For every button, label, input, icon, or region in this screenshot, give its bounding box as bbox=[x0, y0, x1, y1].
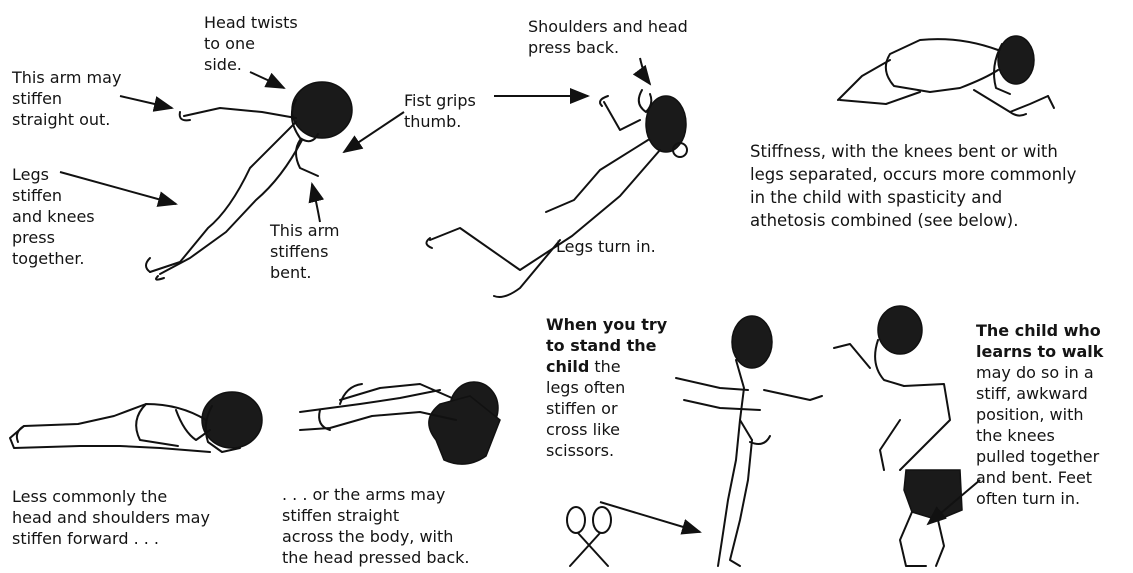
figure-head-forward bbox=[10, 392, 262, 452]
label-stand-child: When you try to stand the child the legs… bbox=[546, 314, 667, 461]
figure-knees-bent bbox=[838, 36, 1054, 116]
pointer-arrows bbox=[60, 58, 980, 532]
label-head-twists: Head twists to one side. bbox=[204, 12, 298, 75]
label-shoulders-head: Shoulders and head press back. bbox=[528, 16, 688, 58]
label-arm-stiffens-bent: This arm stiffens bent. bbox=[270, 220, 339, 283]
label-arm-stiffen-out: This arm may stiffen straight out. bbox=[12, 67, 121, 130]
label-fist-grips: Fist grips thumb. bbox=[404, 90, 476, 132]
label-or-arms: . . . or the arms may stiffen straight a… bbox=[282, 484, 469, 568]
label-stiffness-knees: Stiffness, with the knees bent or with l… bbox=[750, 140, 1076, 232]
figure-arms-across bbox=[300, 382, 500, 464]
label-legs-stiffen: Legs stiffen and knees press together. bbox=[12, 164, 95, 269]
figure-standing-scissors bbox=[676, 316, 822, 566]
scissors-icon bbox=[567, 507, 611, 566]
label-walk-rest: may do so in a stiff, awkward position, … bbox=[976, 363, 1099, 508]
label-walk-bold: The child who learns to walk bbox=[976, 321, 1103, 361]
label-legs-turn-in: Legs turn in. bbox=[556, 236, 656, 257]
label-less-commonly: Less commonly the head and shoulders may… bbox=[12, 486, 210, 549]
figure-walking-stiff bbox=[834, 306, 962, 566]
